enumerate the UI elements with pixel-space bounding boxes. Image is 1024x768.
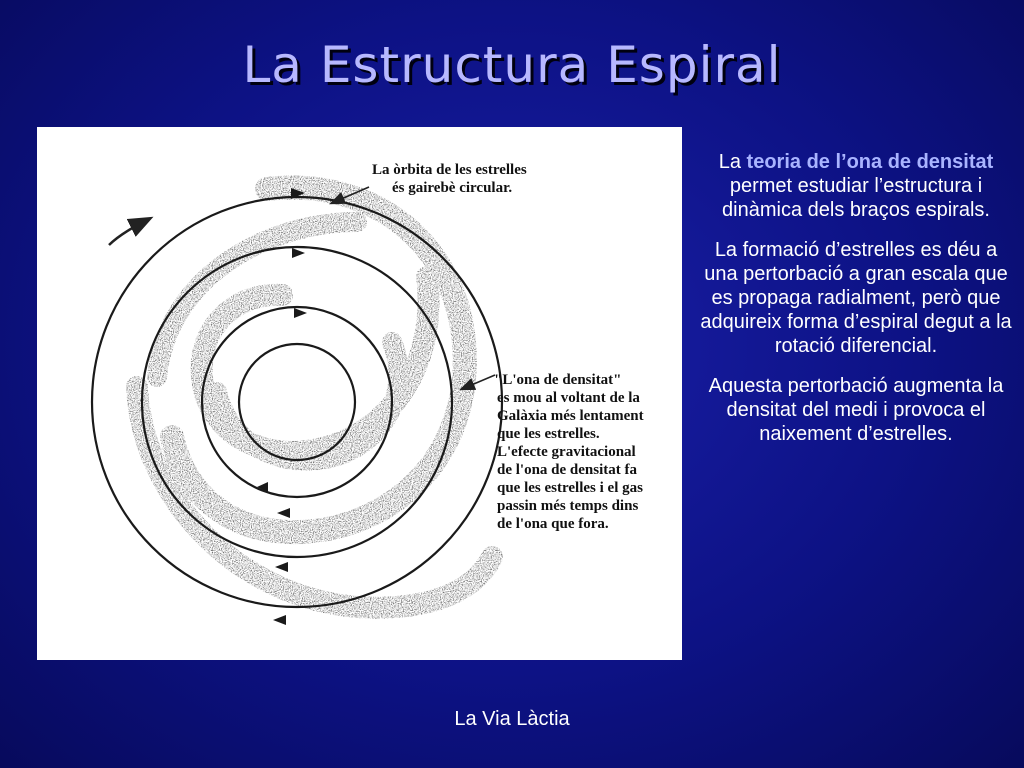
orbit-arrow-icon: [277, 508, 290, 518]
explanation-text: La teoria de l’ona de densitat permet es…: [700, 150, 1012, 462]
orbit-3: [140, 245, 454, 559]
orbit-arrow-icon: [273, 615, 286, 625]
stellar-orbits: [90, 195, 504, 609]
orbit-arrow-icon: [294, 308, 307, 318]
orbit-annotation: La òrbita de les estrelles és gairebè ci…: [372, 162, 530, 196]
orbit-arrow-icon: [291, 188, 305, 199]
orbit-arrows: [257, 188, 307, 625]
wave-pointer-line: [459, 374, 496, 391]
orbit-annotation-line: La òrbita de les estrelles: [372, 162, 527, 178]
p1-rest: permet estudiar l’estructura i dinàmica …: [722, 175, 990, 221]
orbit-arrow-icon: [257, 482, 268, 492]
paragraph-density-wave-theory: La teoria de l’ona de densitat permet es…: [700, 150, 1012, 222]
orbit-4: [90, 195, 504, 609]
wave-annotation: "L'ona de densitat" es mou al voltant de…: [494, 372, 647, 532]
spiral-diagram-svg: La òrbita de les estrelles és gairebè ci…: [90, 162, 647, 625]
wave-annotation-line: L'efecte gravitacional: [497, 444, 636, 460]
p1-lead: La: [718, 151, 747, 173]
wave-annotation-line: "L'ona de densitat": [494, 372, 622, 388]
wave-annotation-line: de l'ona que fora.: [497, 516, 609, 532]
orbit-1: [237, 342, 357, 462]
slide-title: La Estructura Espiral: [242, 36, 782, 94]
wave-annotation-line: que les estrelles i el gas: [497, 480, 643, 496]
wave-annotation-line: de l'ona de densitat fa: [497, 462, 638, 478]
spiral-structure-diagram: La òrbita de les estrelles és gairebè ci…: [37, 127, 682, 660]
orbit-2: [200, 305, 394, 499]
orbit-annotation-line: és gairebè circular.: [392, 180, 512, 196]
paragraph-star-formation: La formació d’estrelles es déu a una per…: [700, 239, 1012, 357]
figure-caption: La Via Làctia: [454, 708, 570, 730]
rotation-arrow-icon: [108, 216, 154, 246]
wave-annotation-line: es mou al voltant de la: [497, 390, 640, 406]
wave-annotation-line: passin més temps dins: [497, 498, 638, 514]
spiral-arm-inner: [207, 332, 409, 471]
density-wave-theory-highlight: teoria de l’ona de densitat: [746, 151, 994, 173]
spiral-arm-left: [147, 212, 367, 387]
paragraph-perturbation: Aquesta pertorbació augmenta la densitat…: [708, 375, 1004, 445]
wave-annotation-line: que les estrelles.: [497, 426, 600, 442]
spiral-arms: [126, 175, 503, 619]
wave-annotation-line: Galàxia més lentament: [497, 408, 644, 424]
orbit-arrow-icon: [275, 562, 288, 572]
orbit-arrow-icon: [292, 248, 305, 258]
orbit-pointer-line: [329, 186, 370, 205]
